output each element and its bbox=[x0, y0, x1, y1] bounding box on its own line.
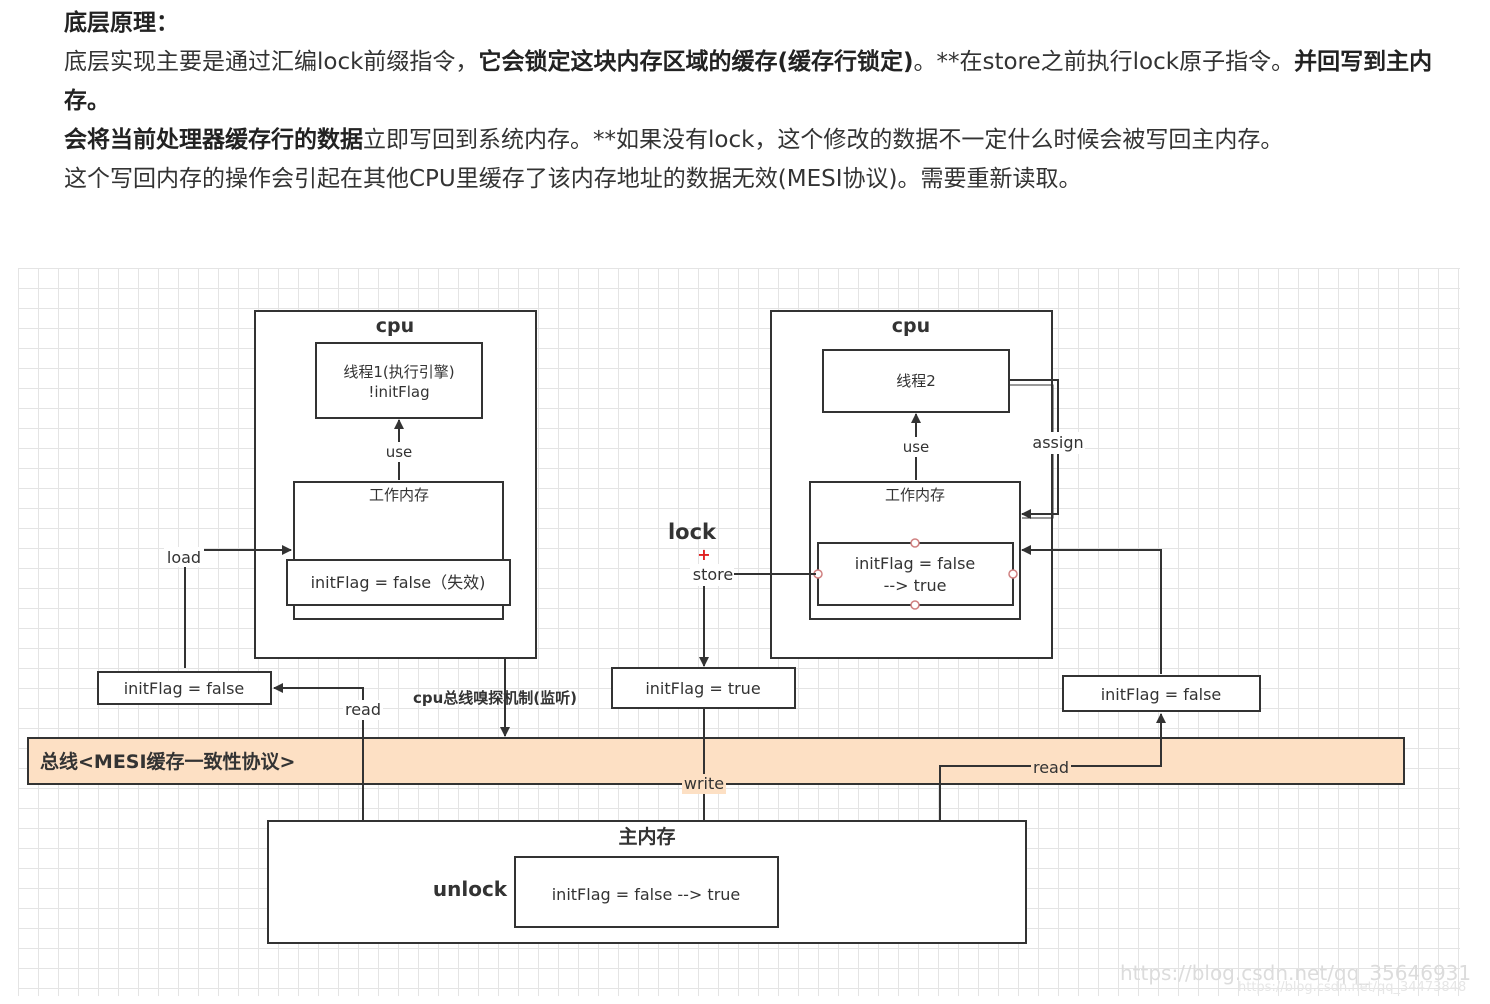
p1-bold-d: 并回写到主内存。 bbox=[64, 49, 1433, 114]
main-flag-box bbox=[514, 856, 779, 928]
cpu2-use-label: use bbox=[903, 438, 930, 456]
watermark-2: https://blog.csdn.net/qq_34473848 bbox=[1238, 980, 1466, 995]
paragraph-2: 会将当前处理器缓存行的数据立即写回到系统内存。**如果没有lock，这个修改的数… bbox=[64, 121, 1464, 160]
cpu1-work-mem-label: 工作内存 bbox=[369, 486, 429, 504]
paragraph-1: 底层实现主要是通过汇编lock前缀指令，它会锁定这块内存区域的缓存(缓存行锁定)… bbox=[64, 43, 1464, 121]
lock-plus: + bbox=[697, 545, 710, 564]
write-label: write bbox=[684, 774, 724, 793]
mesi-diagram: 总线<MESI缓存一致性协议> cpu 线程1(执行引擎) !initFlag … bbox=[18, 268, 1471, 996]
p1-text-c: 。**在store之前执行lock原子指令。 bbox=[913, 49, 1295, 75]
load-label: load bbox=[167, 548, 201, 567]
cpu1-lower-flag-box bbox=[97, 671, 272, 705]
p1-bold-b: 它会锁定这块内存区域的缓存(缓存行锁定) bbox=[478, 49, 914, 75]
thread2-box bbox=[822, 349, 1010, 413]
cpu1-read-label: read bbox=[345, 700, 381, 719]
cpu2-work-mem-label: 工作内存 bbox=[885, 486, 945, 504]
cpu2-flag-up-arrow bbox=[1021, 545, 1162, 674]
diagram-svg: 总线<MESI缓存一致性协议> cpu 线程1(执行引擎) !initFlag … bbox=[27, 310, 1471, 995]
assign-label: assign bbox=[1032, 433, 1083, 452]
thread1-box bbox=[315, 342, 483, 419]
main-flag-text: initFlag = false --> true bbox=[552, 885, 741, 904]
cpu1-title: cpu bbox=[376, 315, 414, 337]
watermark-1: https://blog.csdn.net/qq_35646931 bbox=[1120, 961, 1471, 985]
cpu2-right-flag-box bbox=[1062, 675, 1261, 712]
unlock-label: unlock bbox=[433, 877, 508, 901]
store-flag-box bbox=[611, 667, 796, 709]
p2-bold-a: 会将当前处理器缓存行的数据 bbox=[64, 127, 363, 153]
bus-label: 总线<MESI缓存一致性协议> bbox=[40, 750, 295, 773]
cpu1-read-arrow bbox=[273, 683, 364, 821]
snoop-label: cpu总线嗅探机制(监听) bbox=[413, 689, 577, 707]
thread1-line1: 线程1(执行引擎) bbox=[343, 363, 454, 381]
cpu1-lower-flag-text: initFlag = false bbox=[124, 679, 245, 698]
p1-text-a: 底层实现主要是通过汇编lock前缀指令， bbox=[64, 49, 479, 75]
lock-label: lock bbox=[668, 520, 717, 544]
cpu2-right-flag-text: initFlag = false bbox=[1101, 685, 1222, 704]
heading: 底层原理： bbox=[64, 10, 179, 36]
thread1-line2: !initFlag bbox=[368, 383, 429, 401]
cpu2-flag-box bbox=[817, 542, 1014, 606]
cpu1-flag-box bbox=[286, 559, 511, 606]
store-label: store bbox=[693, 565, 733, 584]
cpu1-use-label: use bbox=[386, 443, 413, 461]
cpu1-flag-text: initFlag = false（失效) bbox=[311, 573, 486, 592]
cpu2-flag-line1: initFlag = false bbox=[855, 554, 976, 573]
paragraph-3: 这个写回内存的操作会引起在其他CPU里缓存了该内存地址的数据无效(MESI协议)… bbox=[64, 166, 1082, 192]
thread2-label: 线程2 bbox=[896, 372, 936, 390]
cpu2-title: cpu bbox=[892, 315, 930, 337]
cpu2-read-label: read bbox=[1033, 758, 1069, 777]
p2-text-b: 立即写回到系统内存。**如果没有lock，这个修改的数据不一定什么时候会被写回主… bbox=[363, 127, 1284, 153]
cpu2-flag-line2: --> true bbox=[884, 576, 947, 595]
explanation-text: 底层原理： 底层实现主要是通过汇编lock前缀指令，它会锁定这块内存区域的缓存(… bbox=[64, 4, 1464, 199]
store-flag-text: initFlag = true bbox=[645, 679, 760, 698]
main-memory-title: 主内存 bbox=[618, 825, 675, 848]
